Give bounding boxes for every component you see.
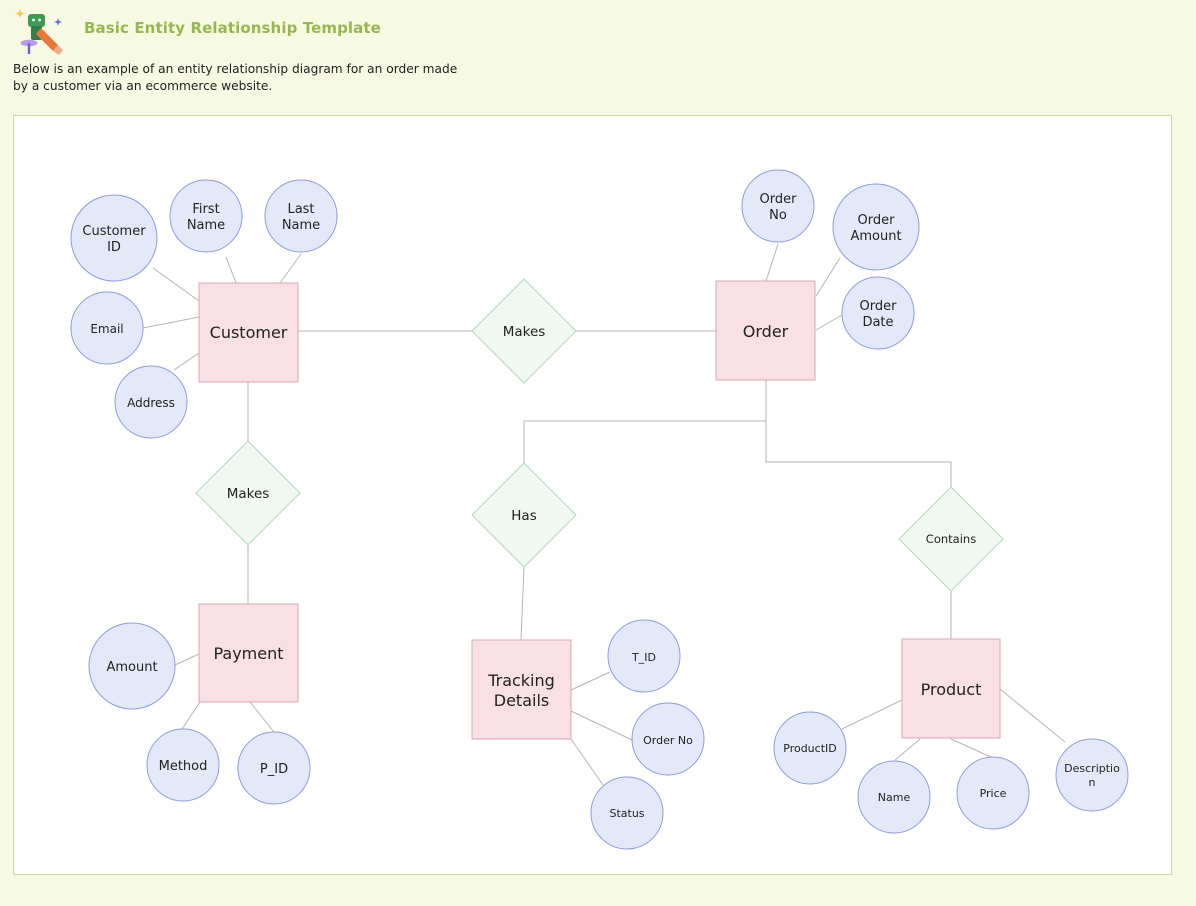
relationship-label: Makes (503, 324, 546, 340)
relationship-order-has-tracking[interactable]: Has (471, 462, 577, 568)
entity-customer[interactable]: Customer (198, 282, 299, 383)
attribute-email[interactable]: Email (70, 291, 144, 365)
attribute-label: No (769, 208, 787, 223)
attribute-label: ID (107, 240, 121, 255)
attribute-amount[interactable]: Amount (88, 622, 176, 710)
page-title: Basic Entity Relationship Template (84, 19, 381, 37)
relationship-order-contains-product[interactable]: Contains (898, 486, 1004, 592)
entity-order[interactable]: Order (715, 280, 816, 381)
attribute-tracking-order-no[interactable]: Order No (631, 702, 705, 776)
template-logo-icon (15, 9, 63, 55)
attribute-label: T_ID (631, 651, 656, 664)
attribute-order-date[interactable]: Order Date (841, 276, 915, 350)
entity-tracking-details[interactable]: Tracking Details (471, 639, 572, 740)
relationship-label: Contains (926, 532, 976, 546)
attribute-label: Name (878, 791, 911, 804)
relationship-customer-makes-order[interactable]: Makes (471, 278, 577, 384)
entity-payment[interactable]: Payment (198, 603, 299, 703)
attribute-price[interactable]: Price (956, 756, 1030, 830)
attribute-description[interactable]: Descriptio n (1055, 738, 1129, 812)
relationship-label: Has (511, 508, 536, 524)
attribute-first-name[interactable]: First Name (169, 179, 243, 253)
attribute-status[interactable]: Status (590, 776, 664, 850)
attribute-label: Order (760, 192, 798, 207)
attribute-order-amount[interactable]: Order Amount (832, 183, 920, 271)
attribute-label: Order (860, 299, 898, 314)
relationship-label: Makes (227, 486, 270, 502)
attribute-label: Email (90, 322, 123, 336)
attribute-label: Customer (82, 224, 146, 239)
attribute-label: Method (159, 759, 208, 774)
attribute-p-id[interactable]: P_ID (237, 731, 311, 805)
attribute-t-id[interactable]: T_ID (607, 619, 681, 693)
attribute-label: Amount (850, 229, 901, 244)
attribute-label: Name (187, 218, 225, 233)
attribute-label: Last (287, 202, 314, 217)
attribute-address[interactable]: Address (114, 365, 188, 439)
attribute-label: ProductID (783, 742, 836, 755)
entity-product[interactable]: Product (901, 638, 1001, 739)
attribute-name[interactable]: Name (857, 760, 931, 834)
attribute-customer-id[interactable]: Customer ID (70, 194, 158, 282)
relationship-customer-makes-payment[interactable]: Makes (195, 440, 301, 546)
attribute-label: Descriptio (1064, 762, 1120, 775)
attribute-label: n (1089, 776, 1096, 789)
entity-order-label: Order (743, 322, 789, 341)
connector-lines (142, 243, 1066, 786)
entity-customer-label: Customer (210, 323, 288, 342)
attribute-label: Amount (106, 660, 157, 675)
attribute-label: Address (127, 396, 175, 410)
attribute-product-id[interactable]: ProductID (773, 711, 847, 785)
attribute-label: Order (858, 213, 896, 228)
entity-tracking-label-line2: Details (494, 691, 549, 710)
attribute-label: Date (862, 315, 893, 330)
attribute-label: P_ID (260, 762, 288, 777)
page-description: Below is an example of an entity relatio… (13, 62, 458, 93)
attribute-method[interactable]: Method (146, 728, 220, 802)
attribute-last-name[interactable]: Last Name (264, 179, 338, 253)
attribute-order-no[interactable]: Order No (741, 169, 815, 243)
entity-tracking-label-line1: Tracking (487, 671, 555, 690)
attribute-label: Name (282, 218, 320, 233)
attribute-label: Order No (643, 734, 693, 747)
entity-payment-label: Payment (213, 644, 283, 663)
entity-product-label: Product (921, 680, 982, 699)
attribute-label: Price (980, 787, 1007, 800)
attribute-label: Status (609, 807, 644, 820)
attribute-label: First (192, 202, 219, 217)
